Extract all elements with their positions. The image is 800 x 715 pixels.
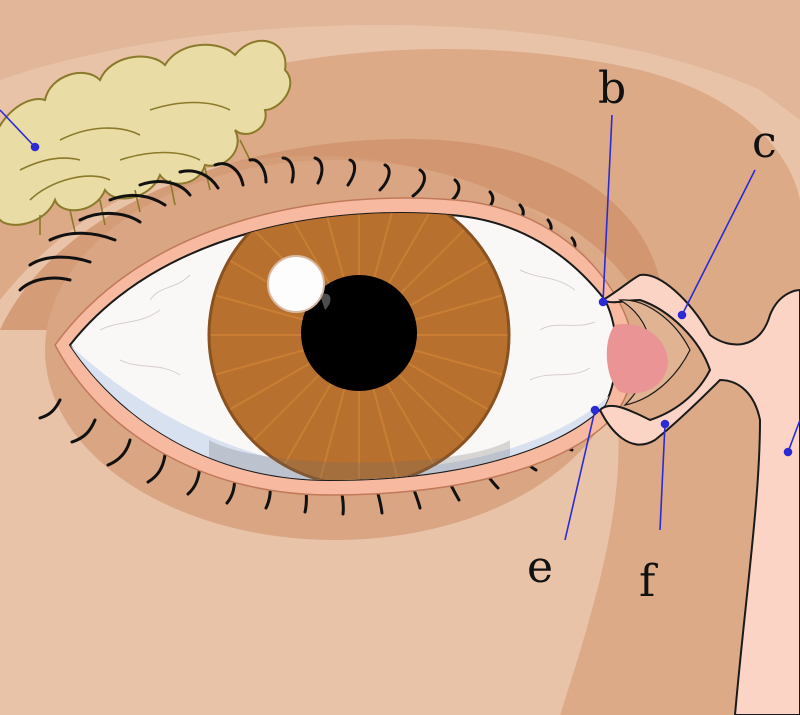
- lacrimal-canaliculi: [598, 273, 800, 715]
- brow-area: [0, 0, 800, 120]
- label-b: b: [598, 63, 626, 114]
- pupil: [301, 275, 417, 391]
- leader-lines: [0, 109, 800, 541]
- label-c: c: [752, 117, 777, 168]
- lacrimal-gland: [0, 39, 292, 235]
- sclera-vessels: [99, 269, 596, 381]
- iris-fibers: [209, 212, 509, 481]
- upper-lid-crease: [0, 139, 660, 330]
- sclera-shadow: [70, 345, 617, 480]
- corneal-highlight: [267, 255, 325, 313]
- caruncle: [606, 324, 668, 394]
- label-e: e: [527, 542, 553, 593]
- label-f: f: [639, 556, 658, 607]
